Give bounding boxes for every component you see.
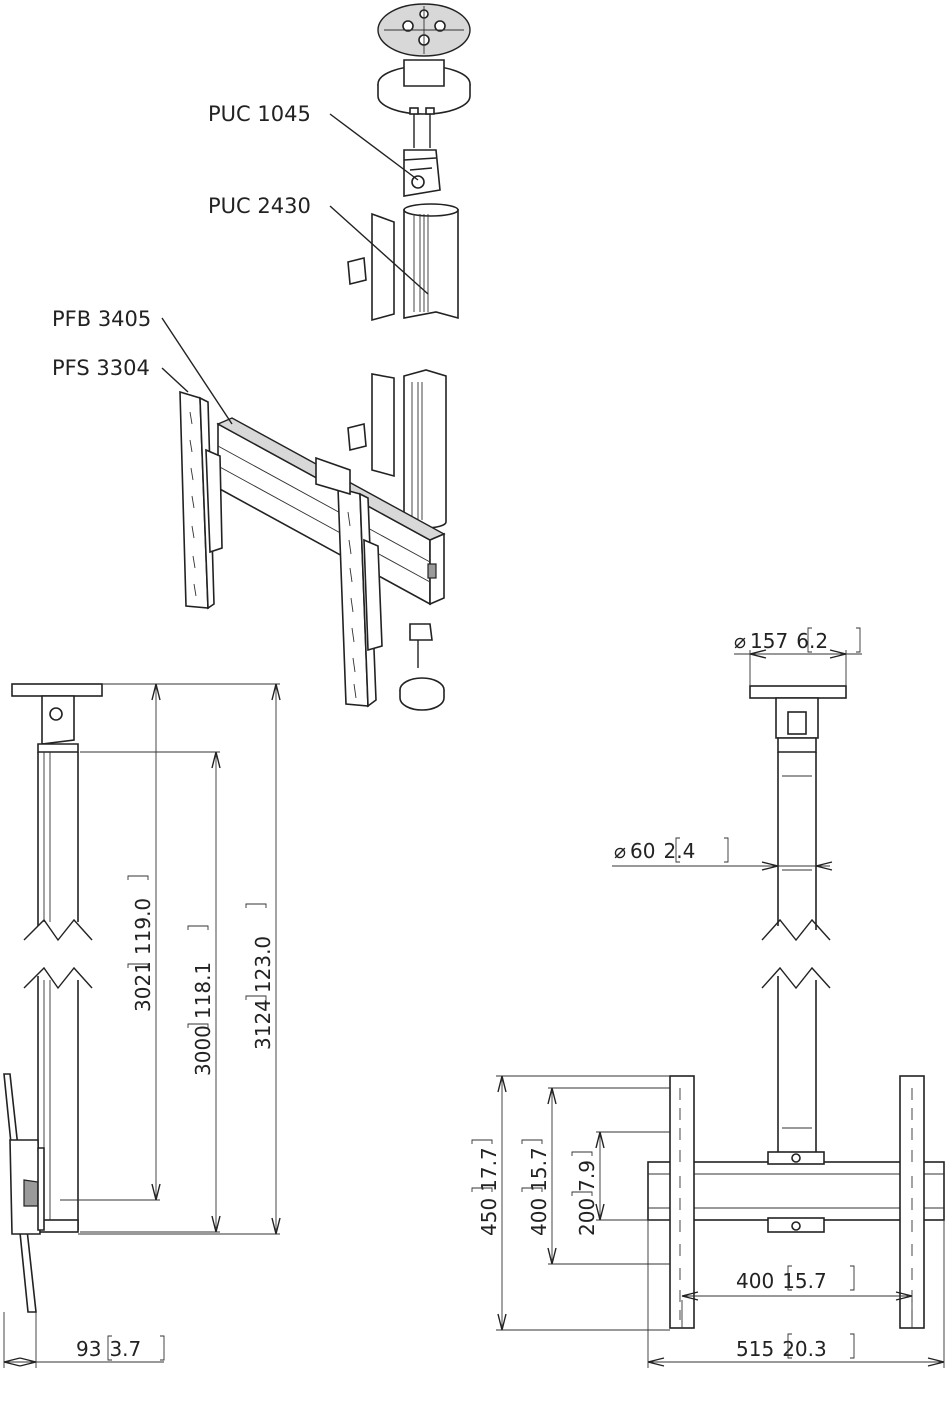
dim-400h-mm: 400 xyxy=(736,1269,774,1293)
dim-diameter-157: ⌀157 6.2 xyxy=(734,627,862,686)
dim-3124-label: 3124 123.0 xyxy=(251,936,275,1050)
diameter-symbol-60: ⌀ xyxy=(614,839,626,863)
dim-3021-label: 3021 119.0 xyxy=(131,898,155,1012)
callout-pfs3304-label: PFS 3304 xyxy=(52,356,150,380)
dim-450-label: 450 17.7 xyxy=(477,1147,501,1236)
dim-3021-in: 119.0 xyxy=(131,898,155,955)
ceiling-plate xyxy=(377,3,471,115)
dim-3000-in: 118.1 xyxy=(191,962,215,1019)
dim-200-in: 7.9 xyxy=(575,1160,599,1192)
dim-400h-in: 15.7 xyxy=(782,1269,827,1293)
dim-200-mm: 200 xyxy=(575,1198,599,1236)
dim-157-mm: 157 xyxy=(750,629,788,653)
dim-157-label: ⌀157 6.2 xyxy=(734,629,828,653)
dim-400v-mm: 400 xyxy=(527,1198,551,1236)
diameter-symbol-157: ⌀ xyxy=(734,629,746,653)
callout-pfs3304: PFS 3304 xyxy=(52,356,189,393)
dim-450: 450 17.7 xyxy=(471,1075,670,1331)
dim-3000: 3000 118.1 xyxy=(80,751,221,1233)
dim-3000-label: 3000 118.1 xyxy=(191,962,215,1076)
dim-3021: 3021 119.0 xyxy=(60,683,280,1201)
coupler-puc1045 xyxy=(403,149,441,197)
callout-pfb3405-label: PFB 3405 xyxy=(52,307,151,331)
dim-3124-mm: 3124 xyxy=(251,999,275,1050)
dim-400h-label: 400 15.7 xyxy=(736,1269,827,1293)
bolts xyxy=(409,107,435,148)
dim-93-in: 3.7 xyxy=(109,1337,141,1361)
dim-515-in: 20.3 xyxy=(782,1337,827,1361)
dim-200: 2007.9 xyxy=(571,1131,670,1236)
dim-450-mm: 450 xyxy=(477,1198,501,1236)
dim-515: 515 20.3 xyxy=(647,1220,945,1368)
dim-200-label: 2007.9 xyxy=(575,1160,599,1236)
dim-3124: 3124 123.0 xyxy=(78,683,281,1235)
callout-puc2430: PUC 2430 xyxy=(208,194,429,295)
callout-pfb3405: PFB 3405 xyxy=(52,307,233,425)
callout-puc2430-label: PUC 2430 xyxy=(208,194,311,218)
callout-puc1045: PUC 1045 xyxy=(208,102,419,181)
tube-upper xyxy=(347,203,459,322)
dim-60-in: 2.4 xyxy=(664,839,696,863)
dim-515-label: 515 20.3 xyxy=(736,1337,827,1361)
exploded-view: PUC 1045 PUC 2430 PFB 3405 PFS 3304 xyxy=(52,3,471,711)
dim-60-label: ⌀60 2.4 xyxy=(614,839,695,863)
dim-3124-in: 123.0 xyxy=(251,936,275,993)
dim-3021-mm: 3021 xyxy=(131,961,155,1012)
dim-400-vertical: 400 15.7 xyxy=(521,1087,670,1265)
dim-60-mm: 60 xyxy=(630,839,655,863)
dim-93-mm: 93 xyxy=(76,1337,101,1361)
dim-157-in: 6.2 xyxy=(796,629,828,653)
dim-450-in: 17.7 xyxy=(477,1147,501,1192)
dim-400-horizontal: 400 15.7 xyxy=(681,1265,913,1328)
dim-diameter-60: ⌀60 2.4 xyxy=(612,837,833,871)
dim-400v-label: 400 15.7 xyxy=(527,1147,551,1236)
strip-left xyxy=(179,390,223,610)
dim-3000-mm: 3000 xyxy=(191,1025,215,1076)
dim-400v-in: 15.7 xyxy=(527,1147,551,1192)
strip-right xyxy=(315,456,383,708)
bottom-cap xyxy=(399,623,445,711)
dim-515-mm: 515 xyxy=(736,1337,774,1361)
callout-puc1045-label: PUC 1045 xyxy=(208,102,311,126)
